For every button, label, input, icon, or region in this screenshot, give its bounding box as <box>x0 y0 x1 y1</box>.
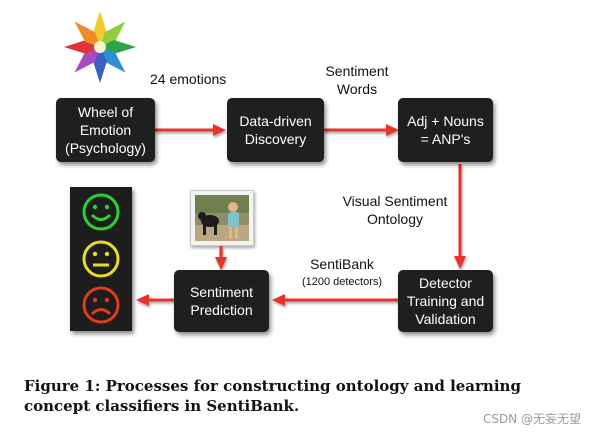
detector-training-box: Detector Training and Validation <box>398 270 493 332</box>
emotions-label: 24 emotions <box>150 71 227 87</box>
detectors-count-label: (1200 detectors) <box>301 276 383 288</box>
visual-sentiment-ontology-label: Visual Sentiment Ontology <box>342 193 448 227</box>
sentiment-words-label: Sentiment Words <box>325 63 389 97</box>
emotion-wheel-icon <box>64 11 136 83</box>
wheel-of-emotion-box: Wheel of Emotion (Psychology) <box>56 98 155 162</box>
data-driven-discovery-box: Data-driven Discovery <box>227 98 324 162</box>
sad-face-icon <box>82 286 120 324</box>
sentibank-label: SentiBank <box>310 256 374 272</box>
sentiment-prediction-box: Sentiment Prediction <box>174 270 269 332</box>
happy-face-icon <box>82 193 120 231</box>
anp-box: Adj + Nouns = ANP's <box>398 98 493 162</box>
sentiment-indicator-panel <box>70 187 132 331</box>
photo-thumbnail <box>190 190 254 246</box>
csdn-watermark: CSDN @无妄无望 <box>482 412 581 426</box>
neutral-face-icon <box>82 240 120 278</box>
figure-caption: Figure 1: Processes for constructing ont… <box>24 377 521 415</box>
